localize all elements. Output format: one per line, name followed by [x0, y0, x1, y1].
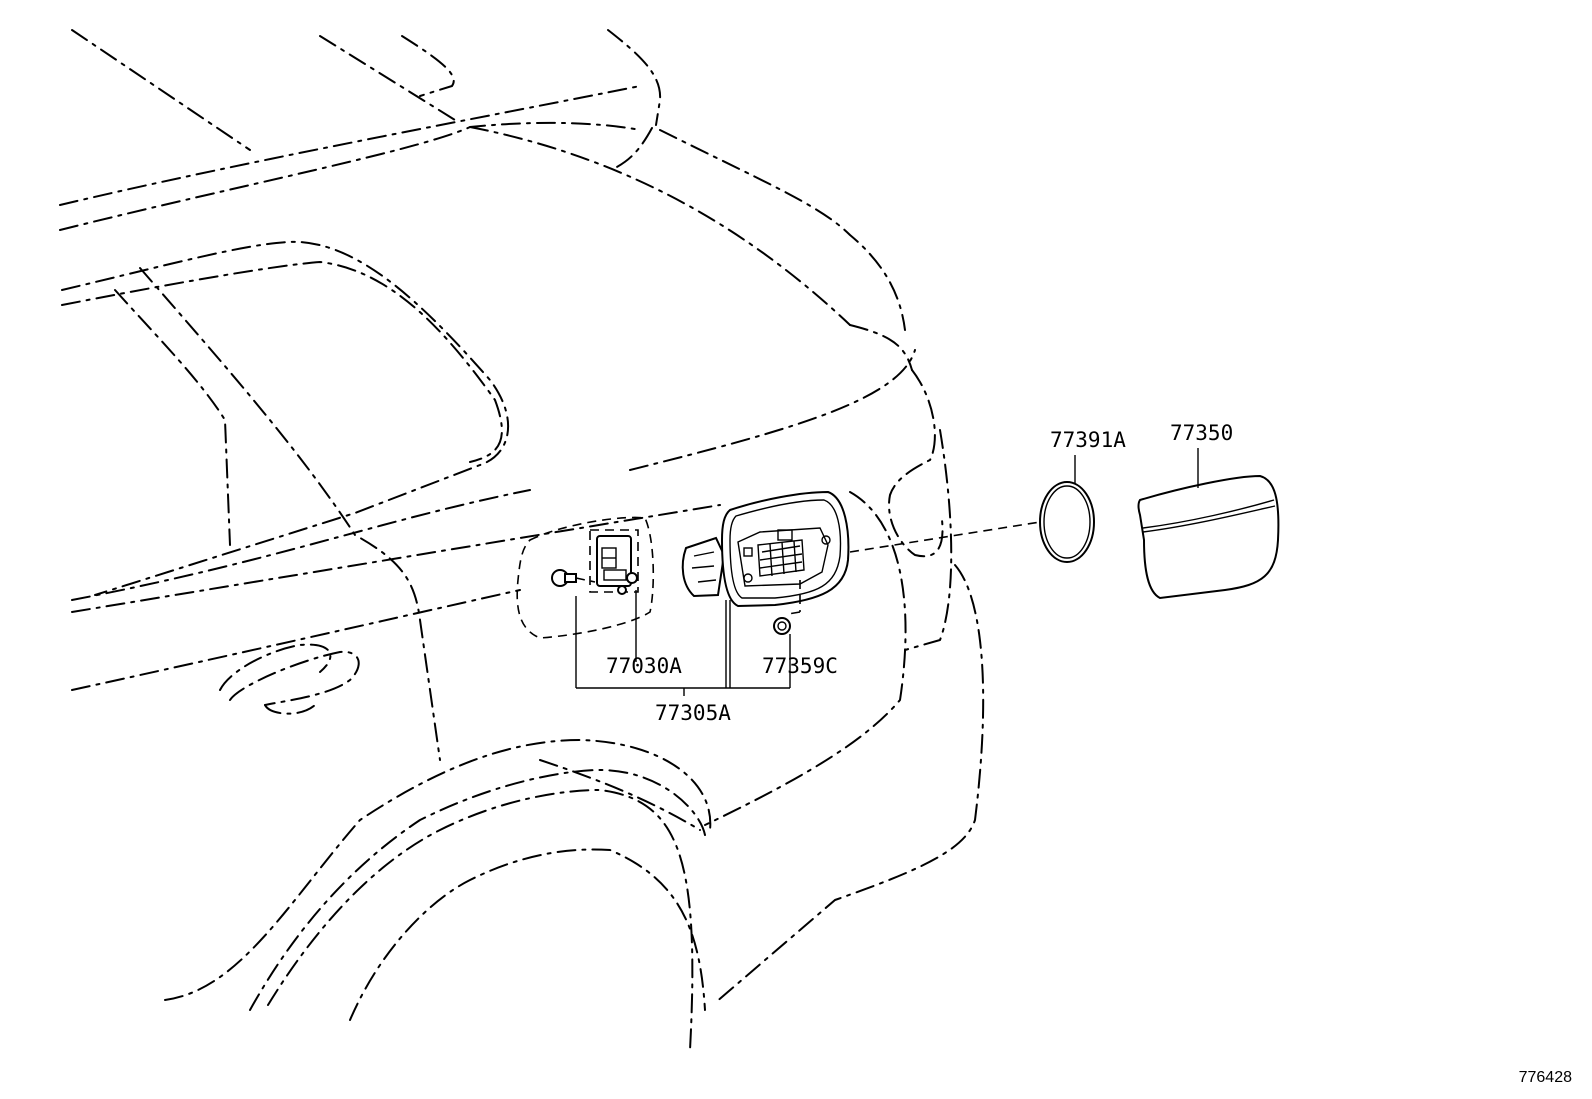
- explosion-axis-line: [849, 521, 1041, 553]
- fuel-lid-housing-part: [681, 490, 850, 615]
- screw-part: [551, 569, 596, 587]
- callout-77030A: 77030A: [606, 654, 682, 678]
- callout-77305A: 77305A: [655, 701, 731, 725]
- actuator-mounting-area: [516, 516, 655, 639]
- gasket-part: [1039, 481, 1095, 563]
- vehicle-body-outline: [59, 29, 985, 1051]
- diagram-reference-number: 776428: [1518, 1069, 1572, 1086]
- lock-actuator-part: [589, 529, 639, 595]
- callout-77359C: 77359C: [762, 654, 838, 678]
- callout-77350: 77350: [1170, 421, 1233, 445]
- callout-labels: 77391A 77350 77030A 77359C 77305A: [606, 421, 1233, 725]
- callout-77391A: 77391A: [1050, 428, 1126, 452]
- fuel-lid-part: [1137, 474, 1280, 600]
- cushion-part: [773, 617, 791, 635]
- leader-lines: [575, 448, 1199, 696]
